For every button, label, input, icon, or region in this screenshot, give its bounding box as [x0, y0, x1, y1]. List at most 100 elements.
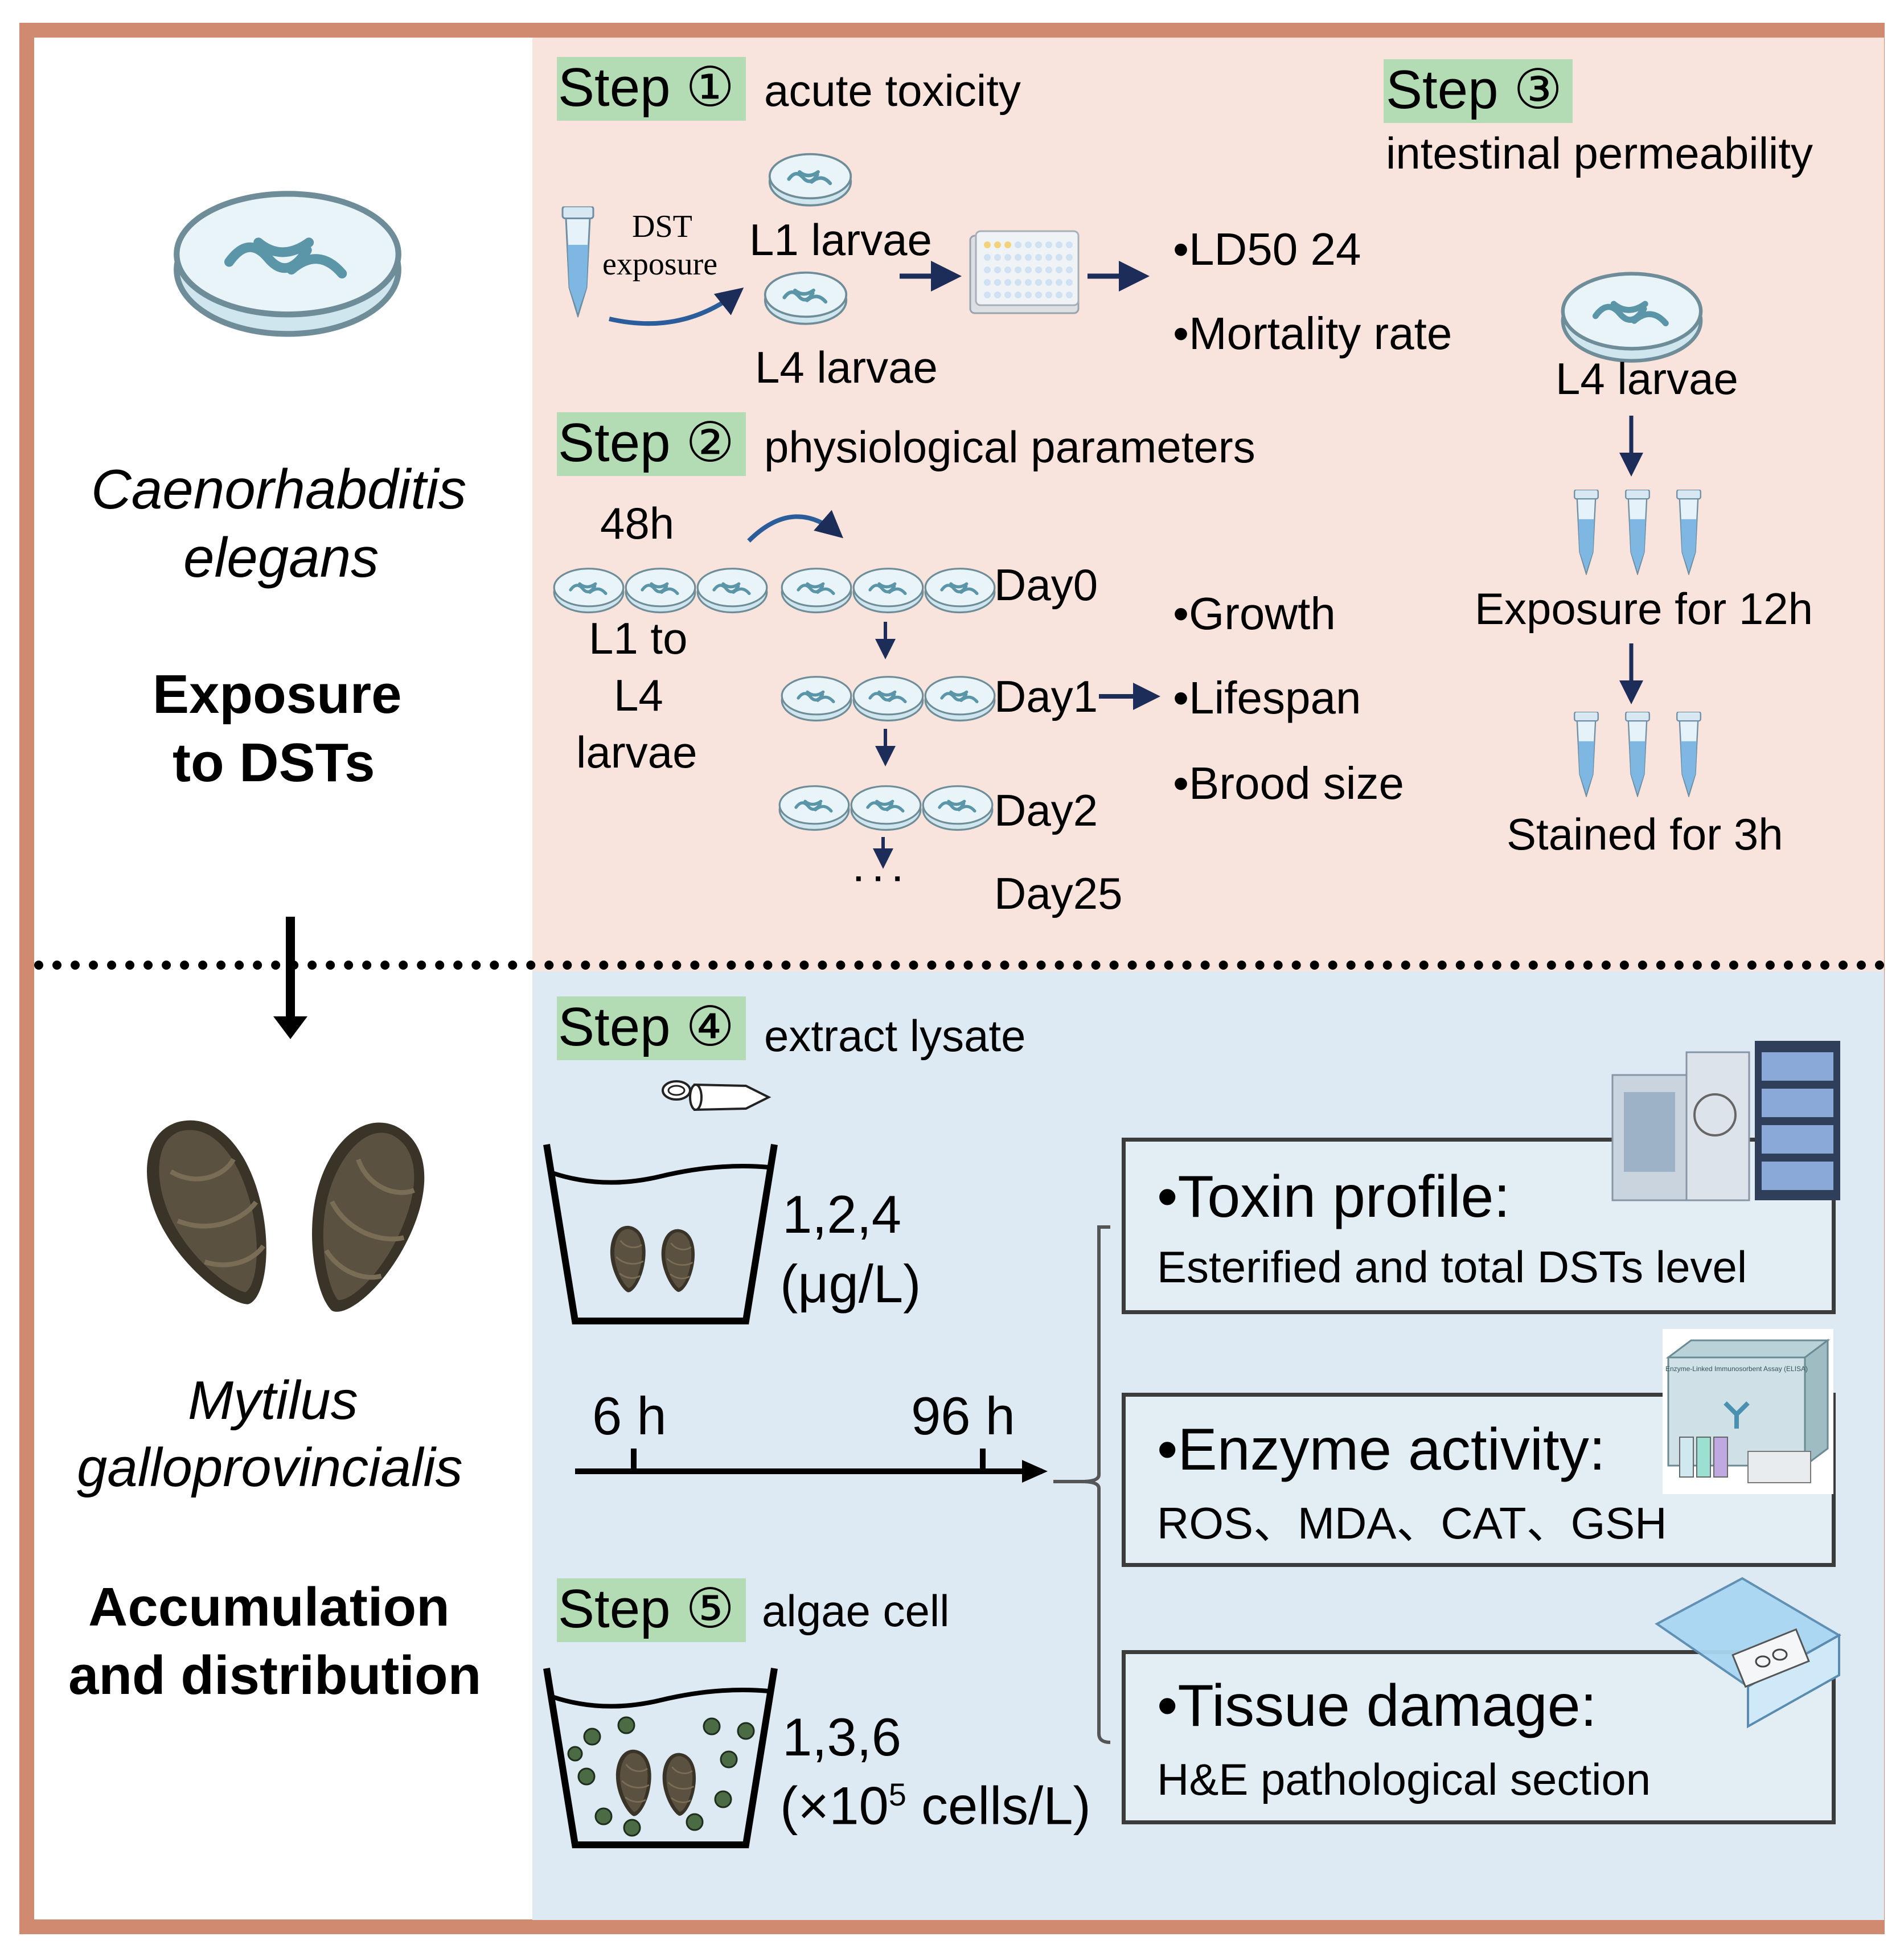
- step5-unit-exponent: 5: [888, 1777, 906, 1812]
- stage-l4-larvae: L4 larvae: [755, 342, 938, 392]
- toxin-profile-title: •Toxin profile:: [1157, 1164, 1511, 1230]
- day25-label: Day25: [994, 868, 1123, 918]
- arrow-down-icon: [1619, 416, 1643, 477]
- duration-48h: 48h: [600, 498, 675, 548]
- tube-icon: [561, 171, 595, 353]
- petri-dish-icon: [850, 781, 922, 834]
- dst-exposure-line1: DST: [632, 209, 692, 244]
- tissue-damage-title: •Tissue damage:: [1157, 1673, 1597, 1739]
- petri-dish-icon: [852, 564, 925, 616]
- organism-mussel-line2: galloprovincialis: [77, 1437, 463, 1498]
- day1-label: Day1: [994, 671, 1098, 721]
- arrow-down-icon: [875, 729, 896, 766]
- organism-mussel-line1: Mytilus: [188, 1370, 358, 1431]
- step3-stained-3h: Stained for 3h: [1507, 809, 1783, 859]
- centrifuge-tube-icon: [662, 1080, 772, 1111]
- petri-dish-l1-icon: [768, 149, 853, 209]
- continuation-dots: · · ·: [854, 860, 904, 896]
- accumulation-title-line2: and distribution: [68, 1645, 482, 1706]
- petri-dish-icon: [924, 672, 996, 724]
- step2-output-brood: •Brood size: [1173, 758, 1404, 809]
- arrow-down-icon: [873, 837, 893, 869]
- petri-dish-l4-icon: [1558, 268, 1706, 364]
- petri-dish-icon: [780, 672, 853, 724]
- petri-dish-icon: [924, 564, 996, 616]
- curved-arrow-icon: [609, 288, 744, 326]
- tissue-damage-desc: H&E pathological section: [1157, 1754, 1651, 1804]
- step2-highlight: [557, 412, 746, 476]
- tube-icon: [1571, 490, 1601, 575]
- step4-label: Step ④: [558, 996, 735, 1057]
- tube-stained-icon: [1623, 712, 1652, 797]
- lcms-instrument-icon: [1611, 1041, 1840, 1201]
- stage-l1-to-l4-line3: larvae: [576, 727, 697, 777]
- arrow-right-icon: [1088, 261, 1150, 292]
- arrow-right-icon: [900, 261, 962, 292]
- step5-title: algae cell: [762, 1586, 950, 1636]
- step1-highlight: [557, 57, 746, 121]
- step4-unit: (μg/L): [780, 1254, 921, 1314]
- petri-dish-icon: [696, 564, 769, 616]
- arrow-right-icon: [1099, 683, 1160, 710]
- stage-l1-to-l4-line2: L4: [614, 670, 663, 720]
- organism-c-elegans-line2: elegans: [183, 526, 379, 589]
- tube-stained-icon: [1571, 712, 1601, 797]
- exposure-title-line1: Exposure: [153, 664, 402, 725]
- enzyme-activity-title: •Enzyme activity:: [1157, 1417, 1606, 1483]
- curved-arrow-icon: [747, 510, 844, 543]
- step3-stage-l4: L4 larvae: [1556, 354, 1738, 404]
- accumulation-title-line1: Accumulation: [88, 1577, 450, 1638]
- step3-highlight: [1384, 59, 1573, 123]
- mussel-icon: [145, 1110, 282, 1315]
- step3-exposure-12h: Exposure for 12h: [1475, 584, 1813, 634]
- petri-dish-worms-icon: [171, 182, 404, 342]
- step2-output-growth: •Growth: [1173, 588, 1336, 639]
- step1-output-mortality: •Mortality rate: [1173, 308, 1452, 359]
- step3-title: intestinal permeability: [1386, 128, 1813, 178]
- petri-dish-l4-icon: [763, 268, 848, 327]
- step5-unit-suffix: cells/L): [906, 1775, 1091, 1836]
- tube-icon: [1623, 490, 1652, 575]
- petri-dish-icon: [778, 781, 851, 834]
- exposure-title-line2: to DSTs: [173, 732, 375, 793]
- day2-label: Day2: [994, 785, 1098, 835]
- step4-highlight: [557, 996, 746, 1060]
- arrow-down-icon: [1619, 643, 1643, 704]
- step3-label: Step ③: [1386, 59, 1563, 120]
- step5-unit-prefix: (×10: [780, 1775, 889, 1836]
- step2-output-lifespan: •Lifespan: [1173, 672, 1361, 723]
- day0-label: Day0: [994, 560, 1098, 610]
- toxin-profile-desc: Esterified and total DSTs level: [1157, 1242, 1747, 1292]
- timeline-end-label: 96 h: [911, 1386, 1015, 1446]
- mussel-icon: [296, 1116, 433, 1321]
- dst-exposure-line2: exposure: [602, 247, 718, 282]
- petri-dish-icon: [780, 564, 853, 616]
- step5-unit: (×105 cells/L): [780, 1779, 1091, 1832]
- beaker-algae-icon: [543, 1668, 778, 1848]
- tissue-damage-box: [1122, 1650, 1836, 1824]
- petri-dish-icon: [624, 564, 697, 616]
- beaker-icon: [543, 1144, 778, 1324]
- well-plate-icon: [969, 230, 1080, 314]
- step1-title: acute toxicity: [764, 65, 1021, 116]
- tube-icon: [1674, 490, 1704, 575]
- step2-label: Step ②: [558, 412, 735, 473]
- tube-stained-icon: [1674, 712, 1704, 797]
- elisa-kit-label: Enzyme-Linked Immunosorbent Assay (ELISA…: [1665, 1365, 1808, 1373]
- step2-title: physiological parameters: [764, 422, 1255, 472]
- timeline-axis: [575, 1449, 1048, 1483]
- step4-concentration: 1,2,4: [782, 1184, 902, 1244]
- step1-output-ld50: •LD50 24: [1173, 224, 1361, 274]
- elisa-kit-icon: Enzyme-Linked Immunosorbent Assay (ELISA…: [1663, 1329, 1833, 1494]
- step1-label: Step ①: [558, 57, 735, 118]
- c-elegans-panel: [532, 38, 1884, 971]
- timeline-start-label: 6 h: [592, 1386, 667, 1446]
- microscope-slide-icon: [1655, 1577, 1842, 1729]
- step5-highlight: [557, 1578, 746, 1642]
- petri-dish-icon: [921, 781, 994, 834]
- down-arrow-icon: [273, 917, 307, 1039]
- organism-c-elegans-line1: Caenorhabditis: [91, 458, 467, 520]
- step4-title: extract lysate: [764, 1011, 1026, 1061]
- section-divider: [34, 961, 1885, 970]
- step5-label: Step ⑤: [558, 1578, 735, 1639]
